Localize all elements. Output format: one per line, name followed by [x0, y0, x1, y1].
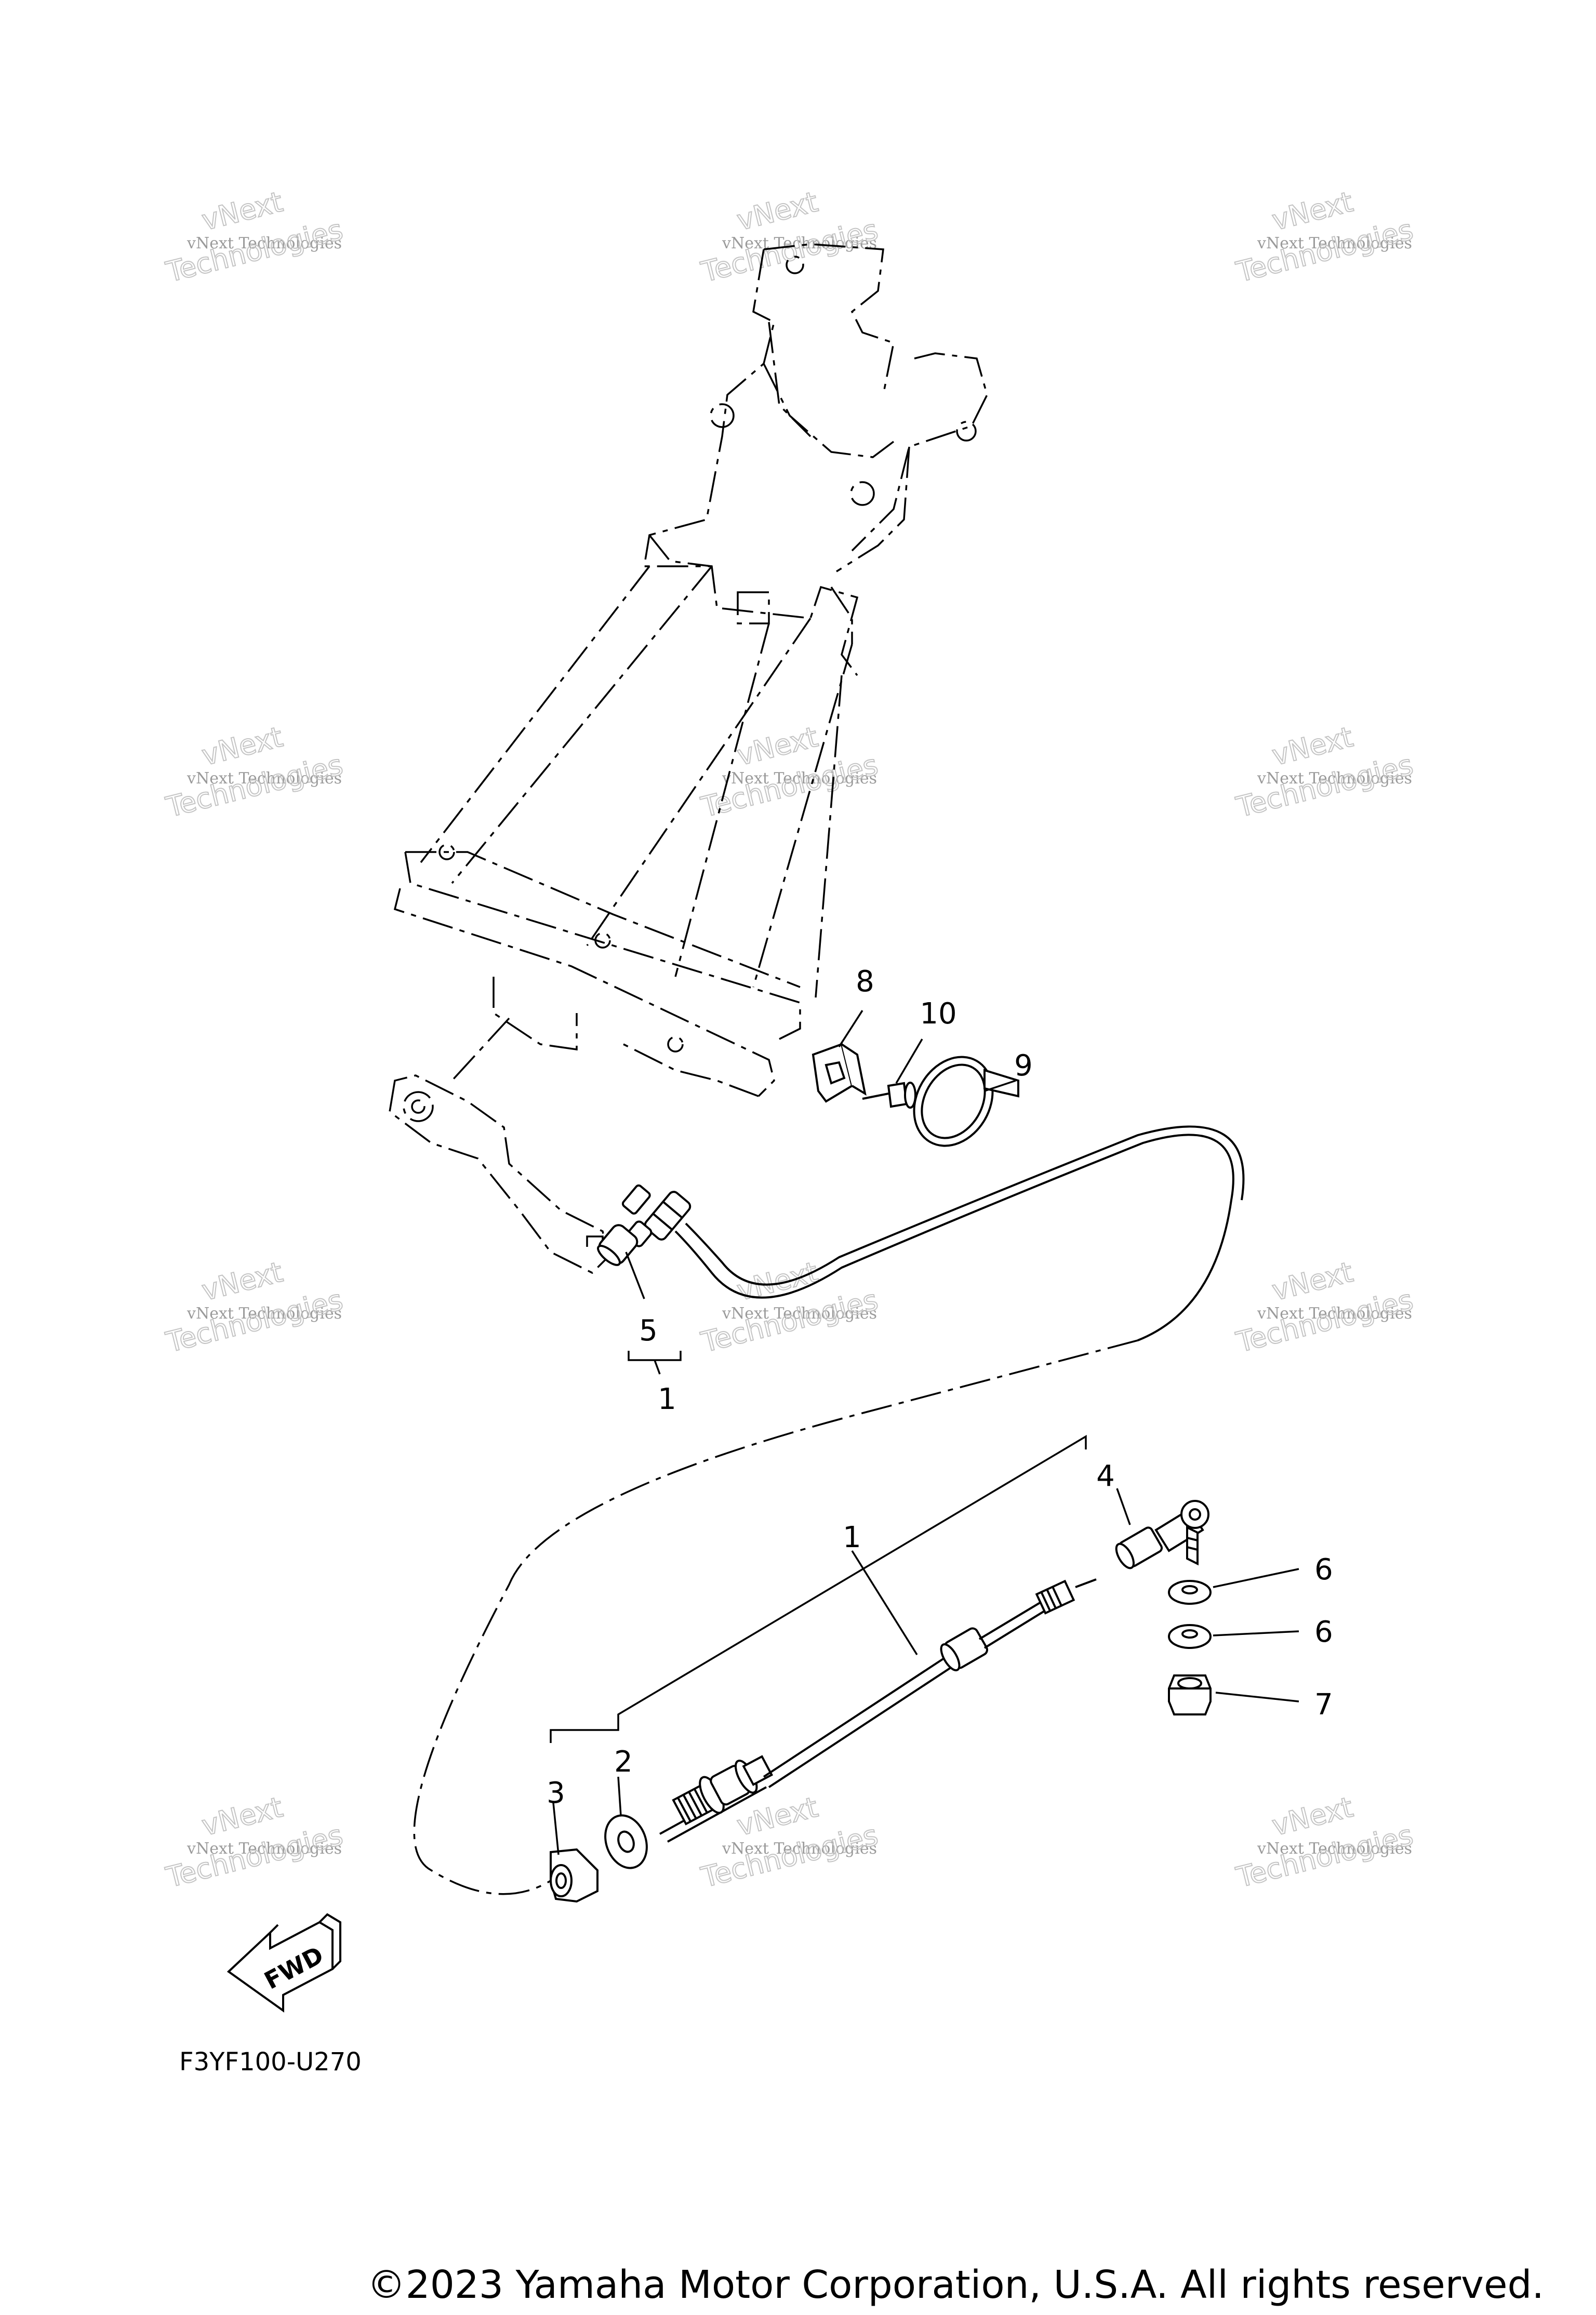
part-3-nut	[550, 1848, 598, 1903]
watermark: vNext vNext Technologies Technologies	[162, 1790, 347, 1895]
phantom-steering-bracket	[389, 243, 988, 1274]
svg-text:vNext Technologies: vNext Technologies	[1257, 234, 1412, 252]
svg-text:vNext Technologies: vNext Technologies	[187, 1305, 342, 1323]
svg-text:vNext Technologies: vNext Technologies	[1257, 1840, 1412, 1858]
callout-6a: 6	[1314, 1553, 1333, 1587]
callout-8: 8	[856, 965, 874, 999]
svg-text:vNext Technologies: vNext Technologies	[187, 234, 342, 252]
svg-text:vNext Technologies: vNext Technologies	[187, 1840, 342, 1858]
callout-1-lower: 1	[843, 1521, 861, 1554]
svg-text:vNext Technologies: vNext Technologies	[722, 1305, 877, 1323]
svg-text:vNext Technologies: vNext Technologies	[1257, 769, 1412, 788]
callout-1-upper: 1	[658, 1382, 676, 1416]
svg-text:vNext Technologies: vNext Technologies	[722, 769, 877, 788]
callout-labels: 8 10 9 5 1 4 1 6 6 7 2 3	[547, 965, 1333, 1810]
watermark: vNext vNext Technologies Technologies	[1232, 1790, 1417, 1895]
watermark: vNext vNext Technologies Technologies	[697, 185, 882, 289]
watermark: vNext vNext Technologies Technologies	[1232, 185, 1417, 289]
part-7-nut	[1168, 1674, 1212, 1715]
part-4-joint	[1115, 1500, 1209, 1569]
watermark: vNext vNext Technologies Technologies	[162, 1255, 347, 1360]
part-6-washer-b	[1168, 1624, 1212, 1649]
callout-3: 3	[547, 1776, 565, 1810]
svg-text:vNext Technologies: vNext Technologies	[187, 769, 342, 788]
watermark-grid: vNext vNext Technologies Technologies vN…	[162, 185, 1417, 1895]
watermark: vNext vNext Technologies Technologies	[162, 185, 347, 289]
fwd-arrow-icon: FWD	[227, 1913, 341, 2013]
callout-7: 7	[1314, 1688, 1333, 1722]
diagram-code: F3YF100-U270	[179, 2047, 362, 2077]
part-8-clip	[812, 1043, 867, 1103]
copyright-notice: ©2023 Yamaha Motor Corporation, U.S.A. A…	[367, 2263, 1544, 2307]
callout-9: 9	[1014, 1049, 1033, 1083]
callout-5: 5	[639, 1314, 658, 1348]
part-1-cable-end	[659, 1578, 1097, 1843]
watermark: vNext vNext Technologies Technologies	[697, 1255, 882, 1360]
part-2-washer	[604, 1814, 648, 1869]
part-5-fitting	[597, 1184, 691, 1266]
part-6-washer-a	[1168, 1580, 1212, 1605]
watermark: vNext vNext Technologies Technologies	[697, 1790, 882, 1895]
callout-10: 10	[920, 997, 956, 1031]
part-10-pin	[862, 1082, 916, 1109]
steering-cable	[413, 1017, 1245, 1895]
watermark: vNext vNext Technologies Technologies	[162, 720, 347, 824]
part-9-band	[913, 1056, 1019, 1147]
watermark: vNext vNext Technologies Technologies	[1232, 720, 1417, 824]
svg-text:vNext Technologies: vNext Technologies	[1257, 1305, 1412, 1323]
svg-text:vNext Technologies: vNext Technologies	[722, 234, 877, 252]
watermark: vNext vNext Technologies Technologies	[1232, 1255, 1417, 1360]
callout-2: 2	[614, 1745, 633, 1779]
callout-6b: 6	[1314, 1615, 1333, 1649]
watermark: vNext vNext Technologies Technologies	[697, 720, 882, 824]
leader-lines	[550, 1010, 1299, 1855]
callout-4: 4	[1096, 1459, 1115, 1493]
svg-text:vNext Technologies: vNext Technologies	[722, 1840, 877, 1858]
